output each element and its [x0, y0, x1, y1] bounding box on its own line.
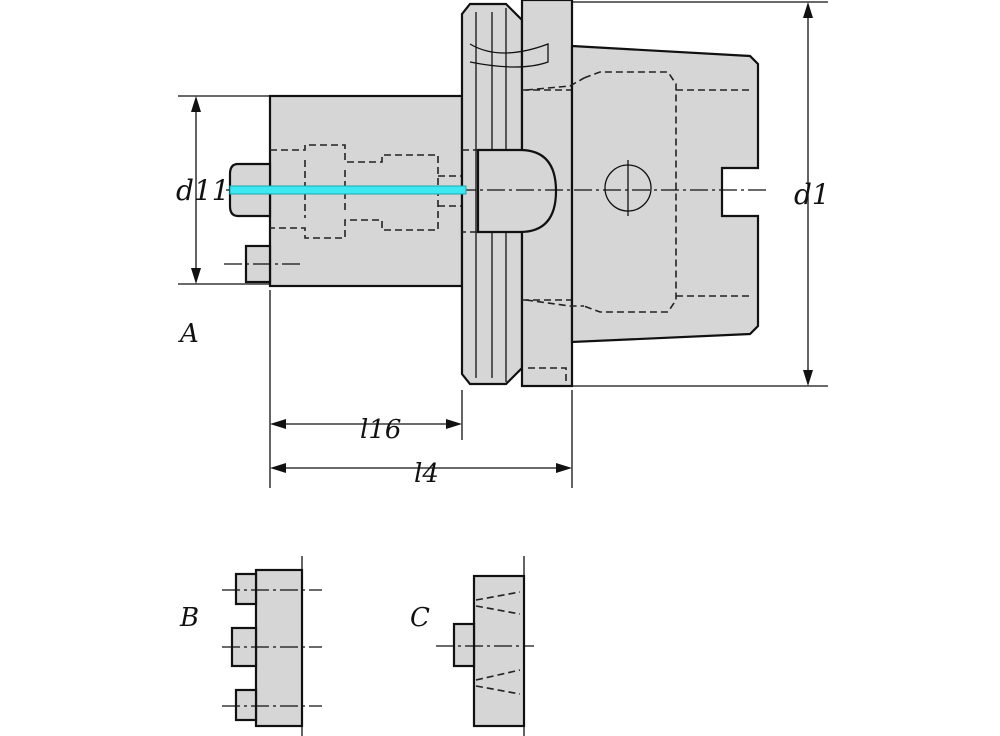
- label-d11: d11: [176, 174, 230, 207]
- label-view-c: C: [410, 603, 430, 633]
- coolant-channel: [229, 185, 467, 195]
- clamping-nut: [476, 148, 558, 234]
- dimension-l16: [269, 290, 463, 488]
- dimension-d1: [572, 1, 828, 387]
- dimension-l4: [270, 390, 573, 488]
- label-view-b: B: [179, 603, 199, 633]
- taper: [525, 44, 760, 344]
- view-b: [222, 556, 322, 736]
- label-l16: l16: [360, 415, 401, 445]
- dimension-d11: [178, 95, 270, 285]
- label-d1: d1: [794, 178, 830, 211]
- view-c: [436, 556, 534, 736]
- label-l4: l4: [414, 459, 439, 489]
- label-view-a: A: [178, 319, 199, 349]
